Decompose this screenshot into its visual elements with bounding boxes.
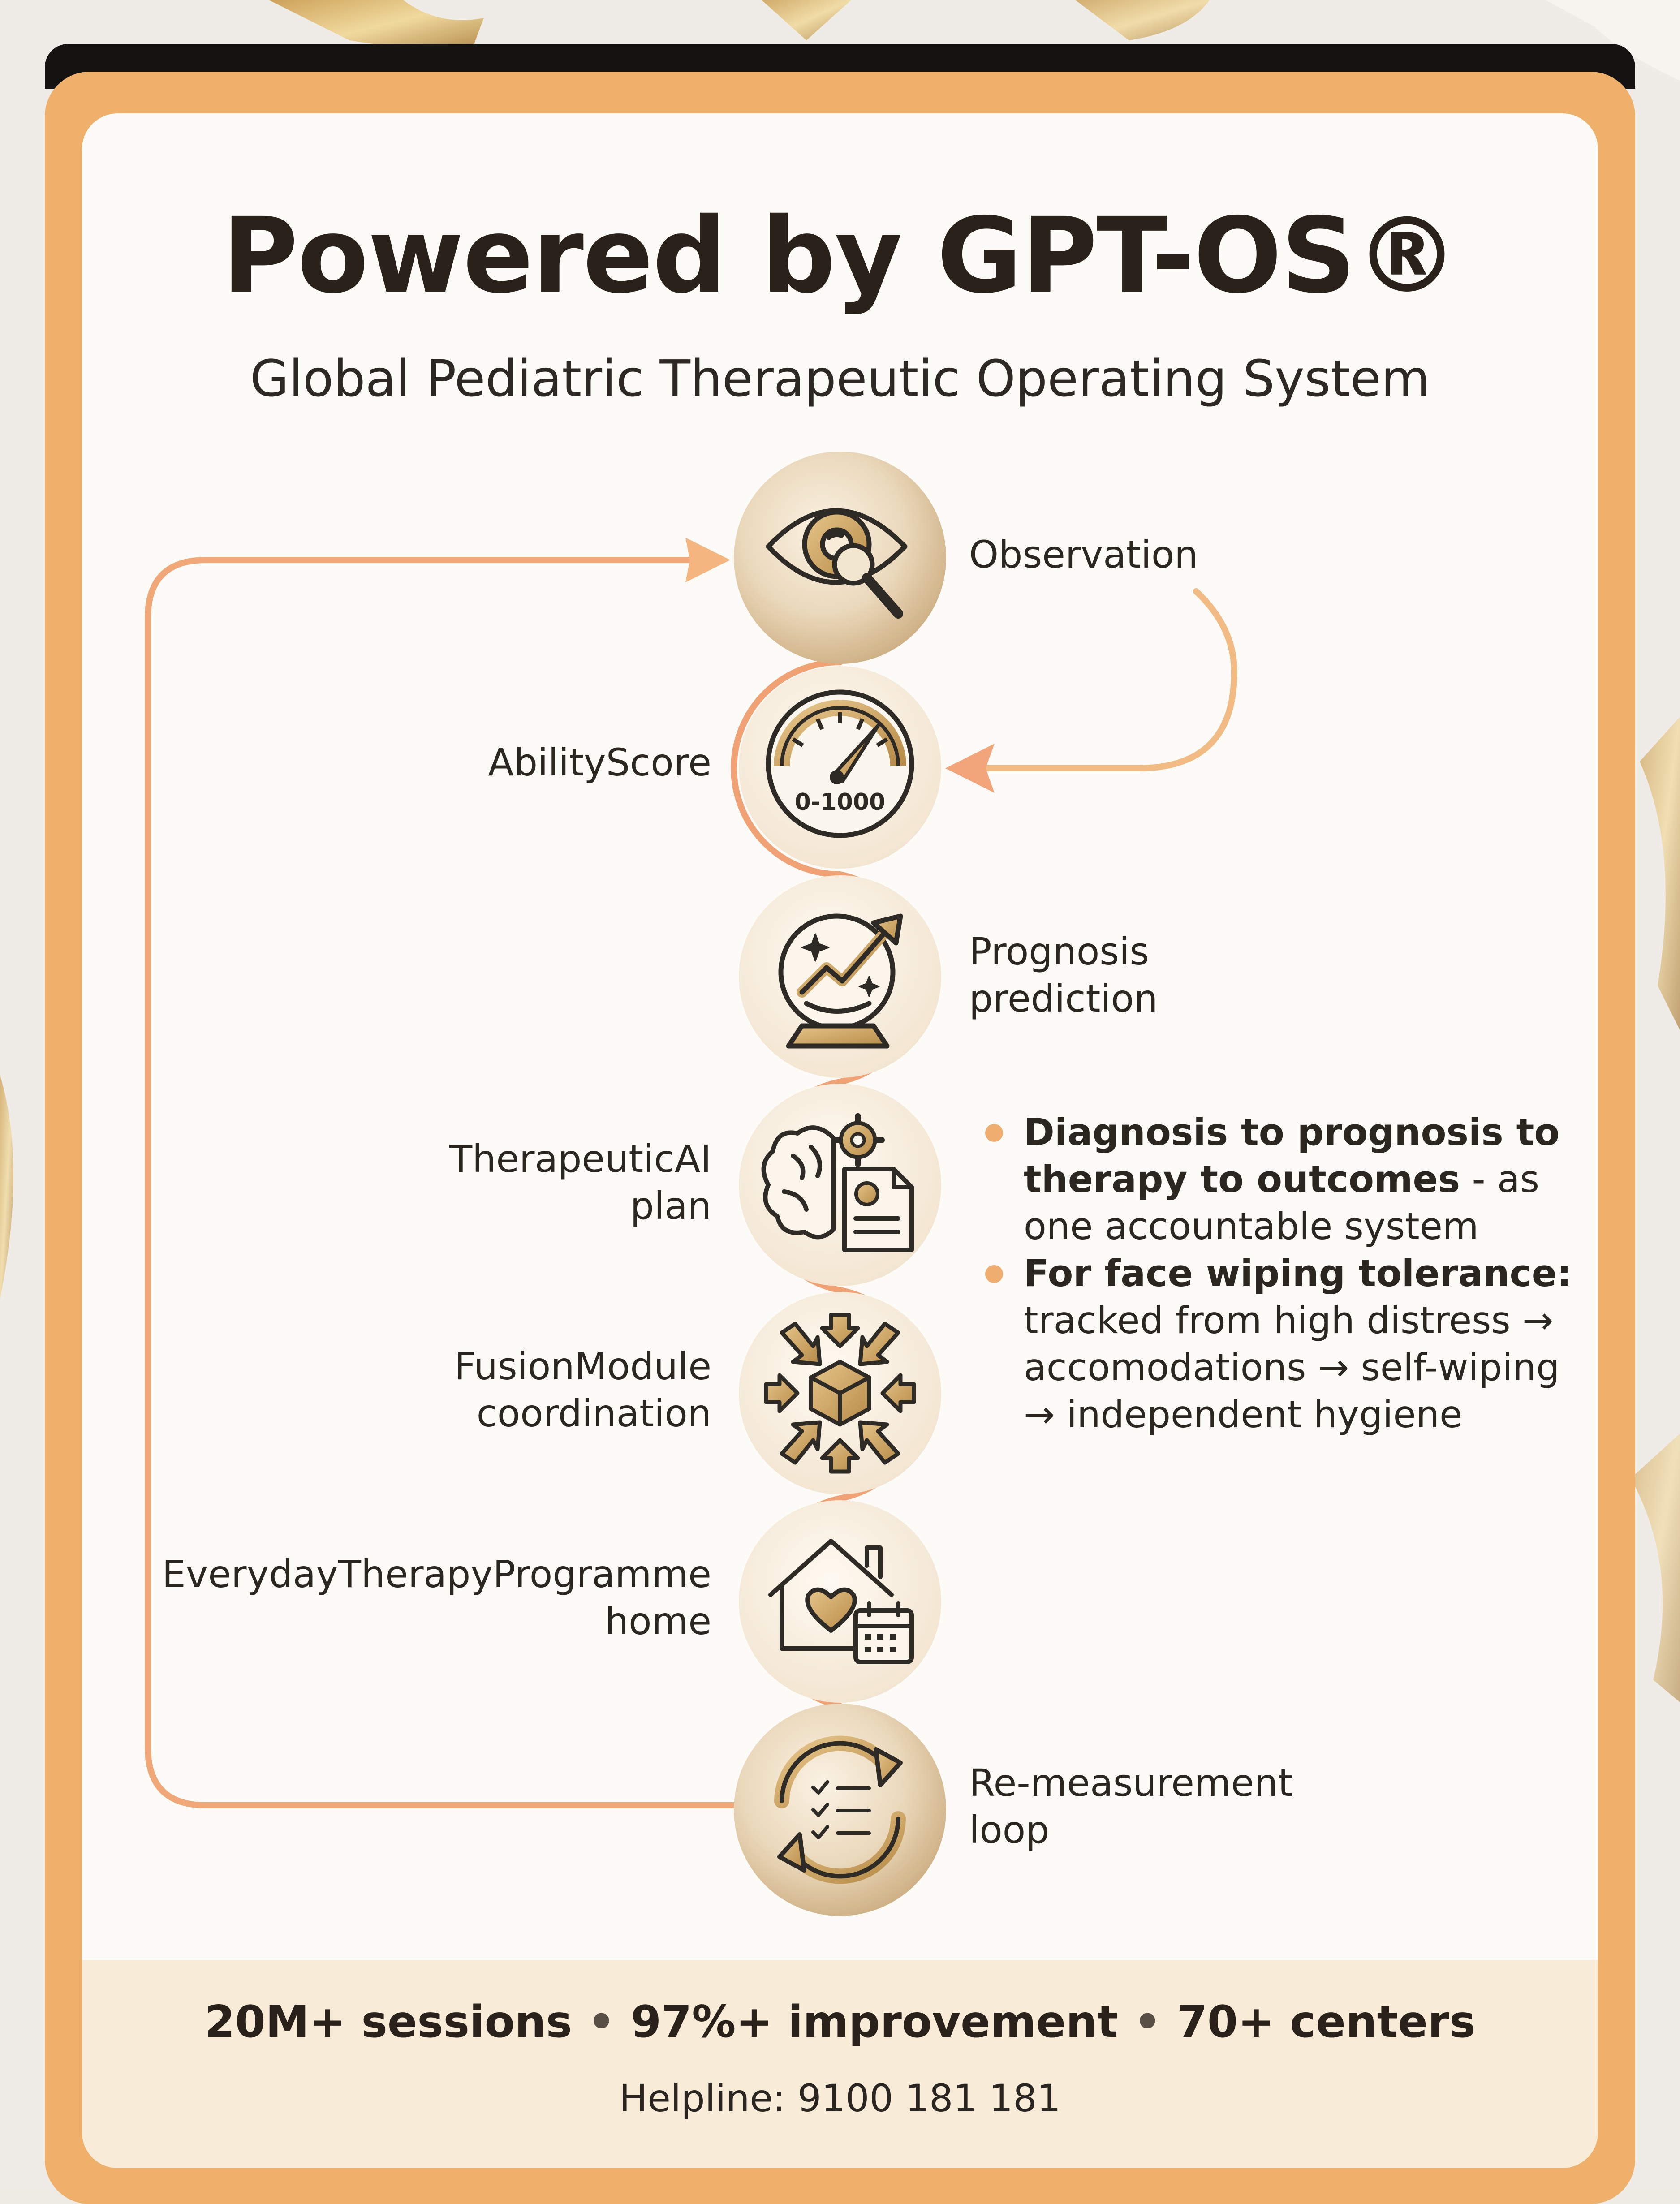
gold-streak [0,1075,13,1299]
bullet-text: tracked from high distress → accomodatio… [1024,1299,1560,1436]
stat-separator: • [1133,1997,1162,2048]
stat-separator: • [587,1997,616,2048]
house-heart-calendar-icon [768,1539,914,1664]
step-label-line: home [604,1599,711,1643]
step-label-line: plan [630,1184,711,1228]
bullet-dot-icon [985,1265,1003,1283]
gold-streak [269,0,484,54]
step-label-line: coordination [476,1391,711,1435]
page-title: Powered by GPT-OS® [222,195,1459,316]
loop-back-connector [145,557,738,1808]
step-label-line: loop [969,1808,1050,1852]
step-label-line: TherapeuticAI [449,1137,711,1181]
gold-streak [762,0,851,40]
helpline-text: Helpline: 9100 181 181 [619,2076,1061,2120]
observation-to-score-arrowhead [945,744,995,793]
marble-swirl [1546,0,1680,81]
info-bullet: For face wiping tolerance: tracked from … [979,1250,1575,1438]
gauge-range-text: 0-1000 [795,789,886,816]
crystal-ball-chart-icon [778,913,903,1049]
page-subtitle: Global Pediatric Therapeutic Operating S… [250,350,1430,408]
gold-streak [1075,0,1210,40]
gold-streak [1631,1433,1680,1702]
step-label-observation: Observation [969,533,1198,577]
bullet-bold-text: Diagnosis to prognosis to therapy to out… [1024,1111,1560,1201]
stat-centers: 70+ centers [1176,1997,1476,2048]
brain-document-icon [761,1113,914,1252]
cycle-checklist-icon [774,1735,906,1884]
stat-improvement: 97%+ improvement [630,1997,1118,2048]
gauge-icon: 0-1000 [766,689,914,838]
bullet-bold-text: For face wiping tolerance: [1024,1252,1572,1295]
info-bullet: Diagnosis to prognosis to therapy to out… [979,1109,1575,1250]
step-label-line: prediction [969,977,1158,1020]
stats-line: 20M+ sessions • 97%+ improvement • 70+ c… [82,2000,1598,2044]
step-label-prognosis: Prognosis prediction [969,928,1372,1022]
bullet-dot-icon [985,1124,1003,1142]
observation-to-score-connector [982,588,1238,771]
step-label-fusionmodule: FusionModule coordination [314,1343,711,1437]
step-label-line: Re-measurement [969,1761,1293,1805]
eye-magnifier-icon [766,508,908,619]
gold-streak [1640,717,1680,1030]
footer-band [82,1960,1598,2168]
cube-arrows-icon [764,1313,916,1474]
bullet-text: - as one accountable system [1024,1158,1540,1248]
stat-sessions: 20M+ sessions [204,1997,573,2048]
step-label-line: EverydayTherapyProgramme [162,1552,711,1596]
step-label-therapeuticai: TherapeuticAI plan [314,1136,711,1230]
step-label-line: Prognosis [969,930,1150,973]
info-bullet-list: Diagnosis to prognosis to therapy to out… [979,1109,1575,1438]
step-label-remeasurement: Re-measurement loop [969,1760,1372,1854]
step-label-everyday: EverydayTherapyProgramme home [134,1551,711,1645]
step-label-line: FusionModule [454,1344,711,1388]
step-label-abilityscore: AbilityScore [488,740,711,784]
loop-back-arrowhead [685,538,730,582]
